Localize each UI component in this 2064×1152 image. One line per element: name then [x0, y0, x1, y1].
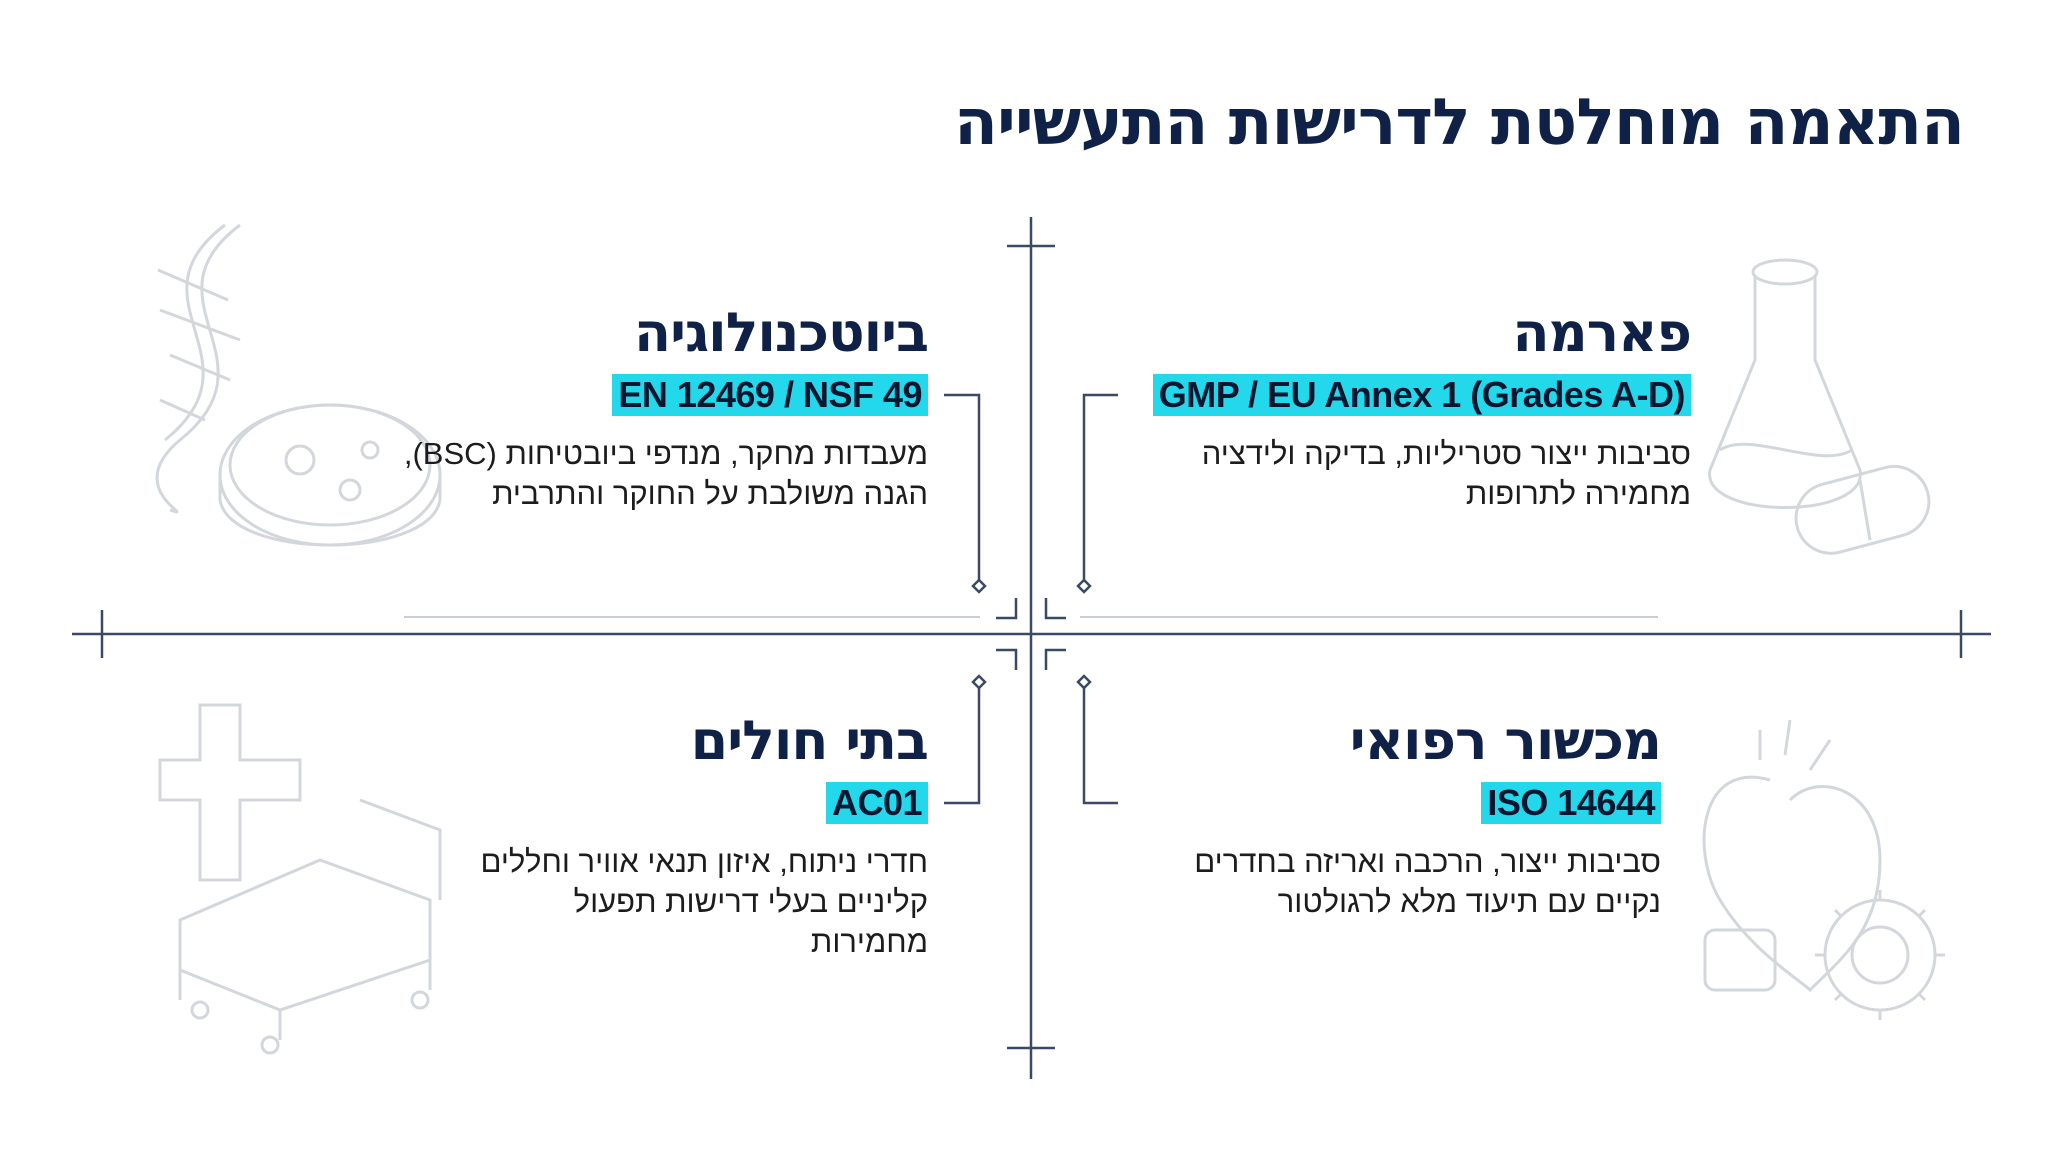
- quadrant-medical-device: מכשור רפואי ISO 14644 סביבות ייצור, הרכב…: [1194, 708, 1662, 922]
- description-line: סביבות ייצור, הרכבה ואריזה בחדרים: [1194, 844, 1661, 879]
- quadrant-hospitals: בתי חולים AC01 חדרי ניתוח, איזון תנאי או…: [480, 708, 929, 962]
- hospital-bed-icon: [158, 703, 442, 1055]
- quadrant-pharma: פארמה GMP / EU Annex 1 (Grades A-D) סביב…: [1152, 300, 1692, 514]
- description-line: חדרי ניתוח, איזון תנאי אוויר וחללים: [480, 844, 928, 879]
- description-line: סביבות ייצור סטריליות, בדיקה ולידציה: [1201, 436, 1691, 471]
- quadrant-heading: ביוטכנולוגיה: [634, 301, 929, 364]
- description-line: הגנה משולבת על החוקר והתרבית: [492, 476, 928, 511]
- description-line: מחמירות: [810, 924, 928, 959]
- description-line: נקיים עם תיעוד מלא לרגולטור: [1277, 884, 1661, 919]
- dna-petri-icon: [155, 223, 442, 547]
- heart-gear-icon: [1702, 719, 1945, 1020]
- standard-badge: AC01: [825, 782, 928, 824]
- description-line: מעבדות מחקר, מנדפי ביובטיחות (BSC),: [403, 436, 928, 471]
- quadrant-heading: מכשור רפואי: [1349, 709, 1662, 772]
- quadrant-heading: בתי חולים: [690, 709, 929, 772]
- description-line: קליניים בעלי דרישות תפעול: [573, 884, 928, 919]
- quadrant-biotech: ביוטכנולוגיה EN 12469 / NSF 49 מעבדות מח…: [403, 300, 929, 514]
- standard-badge: GMP / EU Annex 1 (Grades A-D): [1152, 374, 1691, 416]
- description-line: מחמירה לתרופות: [1465, 476, 1691, 511]
- quadrant-heading: פארמה: [1512, 301, 1692, 364]
- page-title: התאמה מוחלטת לדרישות התעשייה: [954, 86, 1965, 160]
- standard-badge: ISO 14644: [1481, 782, 1661, 824]
- standard-badge: EN 12469 / NSF 49: [612, 374, 928, 416]
- flask-pill-icon: [1708, 258, 1931, 555]
